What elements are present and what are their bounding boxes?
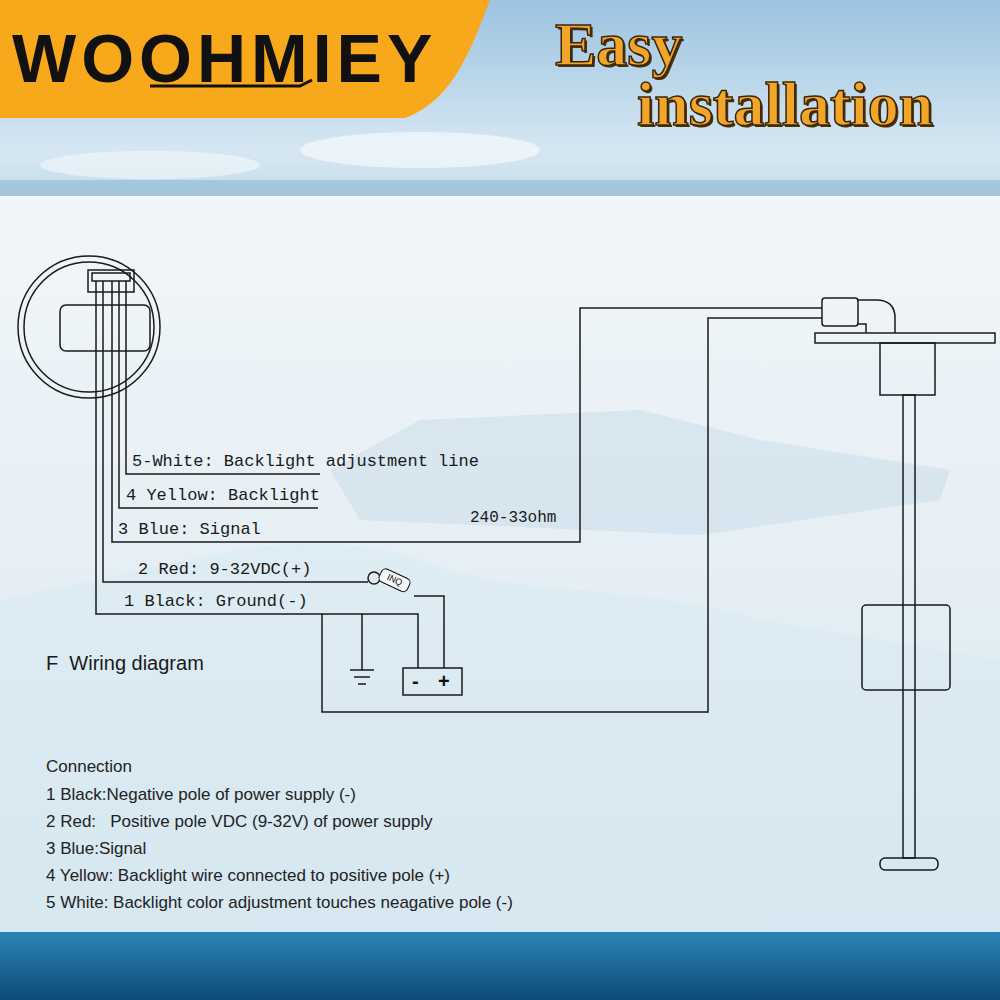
sender-float [862,605,950,690]
gauge-ring [24,262,154,392]
cloud [300,132,540,168]
wire-label: 1 Black: Ground(-) [124,592,308,612]
battery-sign: + [438,669,450,693]
diagram-caption: F Wiring diagram [46,651,204,675]
wire-label: 2 Red: 9-32VDC(+) [138,560,311,580]
sender-elbow [858,300,895,333]
gauge-display [60,305,150,351]
connector-pins [92,273,130,281]
note-heading: Connection [46,756,132,778]
sender-rod [903,395,915,858]
sender-end-cap [880,858,938,870]
black-wire [96,281,418,668]
yellow-wire [119,281,318,508]
sender-plug [822,298,858,326]
wire-label: 4 Yellow: Backlight [126,486,320,506]
ground-wire [322,318,822,712]
sender-flange [815,333,995,343]
note-line: 1 Black:Negative pole of power supply (-… [46,784,356,806]
logo-tab [0,0,490,118]
gauge-bezel [18,256,160,398]
fuse-label: INQ [377,567,412,594]
white-wire [126,281,320,474]
fuse-to-battery [414,596,444,668]
sea-band [0,932,1000,1000]
battery-sign: - [412,669,419,693]
red-wire [103,281,368,582]
battery [403,668,462,695]
blue-wire [112,281,822,542]
ground-symbol [350,614,374,684]
wire-label: 5-White: Backlight adjustment line [132,452,479,472]
note-line: 3 Blue:Signal [46,838,146,860]
brand-logo: WOOHMIEY [12,22,437,94]
cloud [40,151,260,179]
gauge-connector [88,270,134,292]
note-line: 4 Yellow: Backlight wire connected to po… [46,865,450,887]
sender-head [880,343,935,395]
wave [0,543,1000,932]
page-title: Easy installation [637,14,977,134]
wiring [18,256,995,870]
note-line: 2 Red: Positive pole VDC (9-32V) of powe… [46,811,432,833]
wire-label: 3 Blue: Signal [118,520,261,540]
note-line: 5 White: Backlight color adjustment touc… [46,892,513,914]
white-panel [0,196,1000,932]
sky [0,0,1000,200]
boat-silhouette [330,410,950,535]
resistance-range: 240-33ohm [470,508,556,528]
